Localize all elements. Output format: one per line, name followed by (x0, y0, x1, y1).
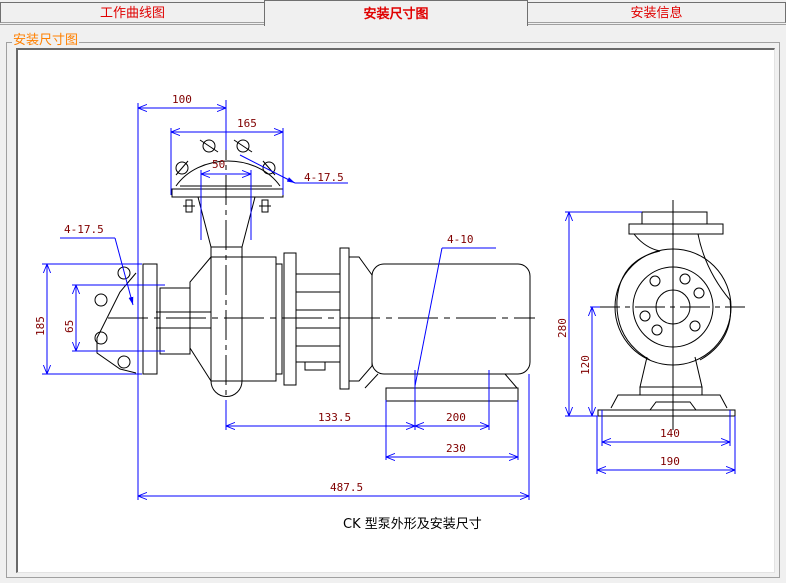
label-165: 165 (237, 117, 257, 130)
tab-installation-info[interactable]: 安装信息 (527, 2, 786, 23)
label-motor-holes: 4-10 (447, 233, 474, 246)
side-dimension-labels: 100 165 50 4-17.5 4-17.5 185 65 4-10 133… (34, 93, 474, 494)
label-185: 185 (34, 316, 47, 336)
drawing-caption: CK 型泵外形及安装尺寸 (343, 517, 482, 532)
label-65: 65 (63, 320, 76, 333)
side-dimensions (42, 100, 530, 500)
label-133-5: 133.5 (318, 411, 351, 424)
label-120: 120 (579, 355, 592, 375)
motor (371, 263, 531, 375)
tab-installation-dimensions[interactable]: 安装尺寸图 (264, 0, 528, 26)
drawing-canvas: 100 165 50 4-17.5 4-17.5 185 65 4-10 133… (16, 48, 775, 573)
tab-performance-curve[interactable]: 工作曲线图 (0, 2, 265, 23)
label-140: 140 (660, 427, 680, 440)
group-title: 安装尺寸图 (12, 33, 80, 49)
label-100: 100 (172, 93, 192, 106)
label-487-5: 487.5 (330, 481, 363, 494)
label-280: 280 (556, 318, 569, 338)
label-200: 200 (446, 411, 466, 424)
label-190: 190 (660, 455, 680, 468)
front-dimension-labels: 280 120 140 190 (556, 318, 680, 468)
pump-drawing: 100 165 50 4-17.5 4-17.5 185 65 4-10 133… (34, 93, 745, 532)
label-outlet-holes: 4-17.5 (304, 171, 344, 184)
label-230: 230 (446, 442, 466, 455)
tab-bar: 工作曲线图 安装尺寸图 安装信息 (0, 0, 786, 26)
motor-foot (385, 387, 519, 402)
group-box (6, 42, 780, 578)
side-view (94, 130, 535, 420)
label-inlet-holes: 4-17.5 (64, 223, 104, 236)
front-dimensions (565, 211, 736, 474)
label-50: 50 (212, 158, 225, 171)
outlet-flange (171, 139, 284, 213)
front-view (590, 200, 745, 430)
